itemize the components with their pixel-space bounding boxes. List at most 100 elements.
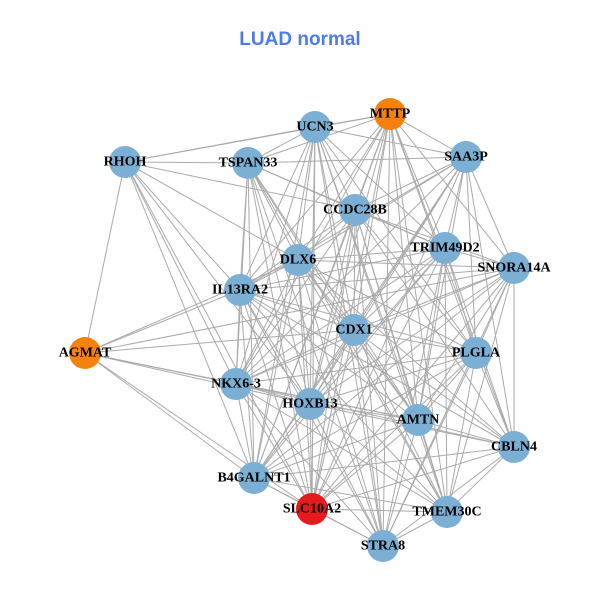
node-label: IL13RA2	[212, 283, 268, 298]
edge-UCN3-SAA3P	[314, 126, 467, 158]
edge-DLX6-B4GALNT1	[253, 259, 299, 479]
node-circle[interactable]	[498, 431, 530, 463]
node-CDX1[interactable]: CDX1	[335, 314, 373, 346]
node-circle[interactable]	[402, 404, 434, 436]
node-TRIM49D2[interactable]: TRIM49D2	[410, 232, 480, 264]
node-label: CCDC28B	[323, 203, 387, 218]
edge-TSPAN33-SAA3P	[247, 156, 467, 164]
edge-RHOH-IL13RA2	[124, 161, 241, 291]
node-SLC10A2[interactable]: SLC10A2	[283, 493, 341, 525]
node-label: MTTP	[370, 107, 411, 122]
node-SAA3P[interactable]: SAA3P	[444, 141, 488, 173]
node-label: HOXB13	[282, 397, 337, 412]
node-label: SLC10A2	[283, 502, 341, 517]
edge-IL13RA2-TMEM30C	[239, 289, 448, 513]
node-DLX6[interactable]: DLX6	[280, 244, 317, 276]
node-circle[interactable]	[498, 252, 530, 284]
edge-AGMAT-B4GALNT1	[84, 352, 255, 479]
edge-SAA3P-SNORA14A	[465, 156, 515, 269]
node-PLGLA[interactable]: PLGLA	[452, 337, 501, 369]
node-RHOH[interactable]: RHOH	[104, 146, 147, 178]
edge-DLX6-SNORA14A	[297, 259, 515, 269]
node-TMEM30C[interactable]: TMEM30C	[412, 496, 482, 528]
node-SNORA14A[interactable]: SNORA14A	[477, 252, 551, 284]
node-circle[interactable]	[374, 98, 406, 130]
edge-CDX1-PLGLA	[353, 329, 477, 354]
edge-CBLN4-B4GALNT1	[253, 446, 515, 479]
node-circle[interactable]	[69, 337, 101, 369]
node-STRA8[interactable]: STRA8	[361, 530, 405, 562]
edge-CCDC28B-TMEM30C	[354, 209, 448, 513]
node-NKX6-3[interactable]: NKX6-3	[211, 368, 261, 400]
edge-PLGLA-NKX6-3	[235, 352, 477, 385]
edge-TSPAN33-HOXB13	[247, 162, 311, 405]
edge-DLX6-HOXB13	[297, 259, 311, 405]
edge-NKX6-3-SLC10A2	[235, 383, 313, 510]
edge-UCN3-NKX6-3	[235, 126, 316, 385]
node-circle[interactable]	[282, 244, 314, 276]
node-label: NKX6-3	[211, 377, 261, 392]
edge-HOXB13-AMTN	[309, 403, 419, 421]
node-circle[interactable]	[460, 337, 492, 369]
edge-IL13RA2-AGMAT	[84, 289, 241, 354]
edge-SAA3P-AMTN	[417, 156, 467, 421]
node-circle[interactable]	[224, 274, 256, 306]
edge-SAA3P-SLC10A2	[311, 156, 467, 510]
node-circle[interactable]	[367, 530, 399, 562]
figure-title: LUAD normal	[239, 29, 361, 50]
node-AMTN[interactable]: AMTN	[397, 404, 440, 436]
edge-AMTN-B4GALNT1	[253, 419, 419, 479]
node-circle[interactable]	[299, 111, 331, 143]
edge-PLGLA-STRA8	[382, 352, 477, 547]
edge-MTTP-DLX6	[297, 113, 391, 261]
edge-TRIM49D2-STRA8	[382, 247, 446, 547]
edge-MTTP-TMEM30C	[389, 113, 448, 513]
edge-SAA3P-DLX6	[297, 156, 467, 261]
node-TSPAN33[interactable]: TSPAN33	[219, 147, 278, 179]
node-circle[interactable]	[232, 147, 264, 179]
edge-DLX6-AGMAT	[84, 259, 299, 354]
node-CBLN4[interactable]: CBLN4	[491, 431, 537, 463]
node-MTTP[interactable]: MTTP	[370, 98, 411, 130]
node-label: TMEM30C	[412, 505, 481, 520]
edge-NKX6-3-STRA8	[235, 383, 384, 547]
edge-AMTN-TMEM30C	[417, 419, 448, 513]
node-AGMAT[interactable]: AGMAT	[59, 337, 112, 369]
edge-HOXB13-STRA8	[309, 403, 384, 547]
edge-MTTP-AMTN	[389, 113, 419, 421]
edge-CCDC28B-CDX1	[353, 209, 356, 331]
node-circle[interactable]	[294, 388, 326, 420]
node-label: B4GALNT1	[217, 471, 290, 486]
node-circle[interactable]	[429, 232, 461, 264]
node-circle[interactable]	[109, 146, 141, 178]
node-B4GALNT1[interactable]: B4GALNT1	[217, 462, 291, 494]
edge-AMTN-STRA8	[382, 419, 419, 547]
node-circle[interactable]	[450, 141, 482, 173]
edge-DLX6-TRIM49D2	[297, 247, 446, 261]
node-UCN3[interactable]: UCN3	[296, 111, 334, 143]
edge-PLGLA-HOXB13	[309, 352, 477, 405]
edge-IL13RA2-CDX1	[239, 289, 355, 331]
edge-B4GALNT1-TMEM30C	[253, 477, 448, 513]
node-label: SNORA14A	[477, 261, 551, 276]
edge-MTTP-SNORA14A	[389, 113, 515, 269]
node-circle[interactable]	[338, 314, 370, 346]
node-IL13RA2[interactable]: IL13RA2	[212, 274, 268, 306]
node-CCDC28B[interactable]: CCDC28B	[323, 194, 387, 226]
edge-CDX1-NKX6-3	[235, 329, 355, 385]
node-circle[interactable]	[339, 194, 371, 226]
edge-MTTP-RHOH	[124, 113, 391, 163]
edge-AMTN-CBLN4	[417, 419, 515, 448]
edge-DLX6-TMEM30C	[297, 259, 448, 513]
edge-DLX6-PLGLA	[297, 259, 477, 354]
node-HOXB13[interactable]: HOXB13	[282, 388, 338, 420]
node-circle[interactable]	[220, 368, 252, 400]
edge-DLX6-CBLN4	[297, 259, 515, 448]
edge-CBLN4-SLC10A2	[311, 446, 515, 510]
edge-TRIM49D2-B4GALNT1	[253, 247, 446, 479]
node-circle[interactable]	[238, 462, 270, 494]
node-circle[interactable]	[431, 496, 463, 528]
edge-HOXB13-SLC10A2	[309, 403, 313, 510]
node-label: TSPAN33	[219, 156, 278, 171]
node-circle[interactable]	[296, 493, 328, 525]
